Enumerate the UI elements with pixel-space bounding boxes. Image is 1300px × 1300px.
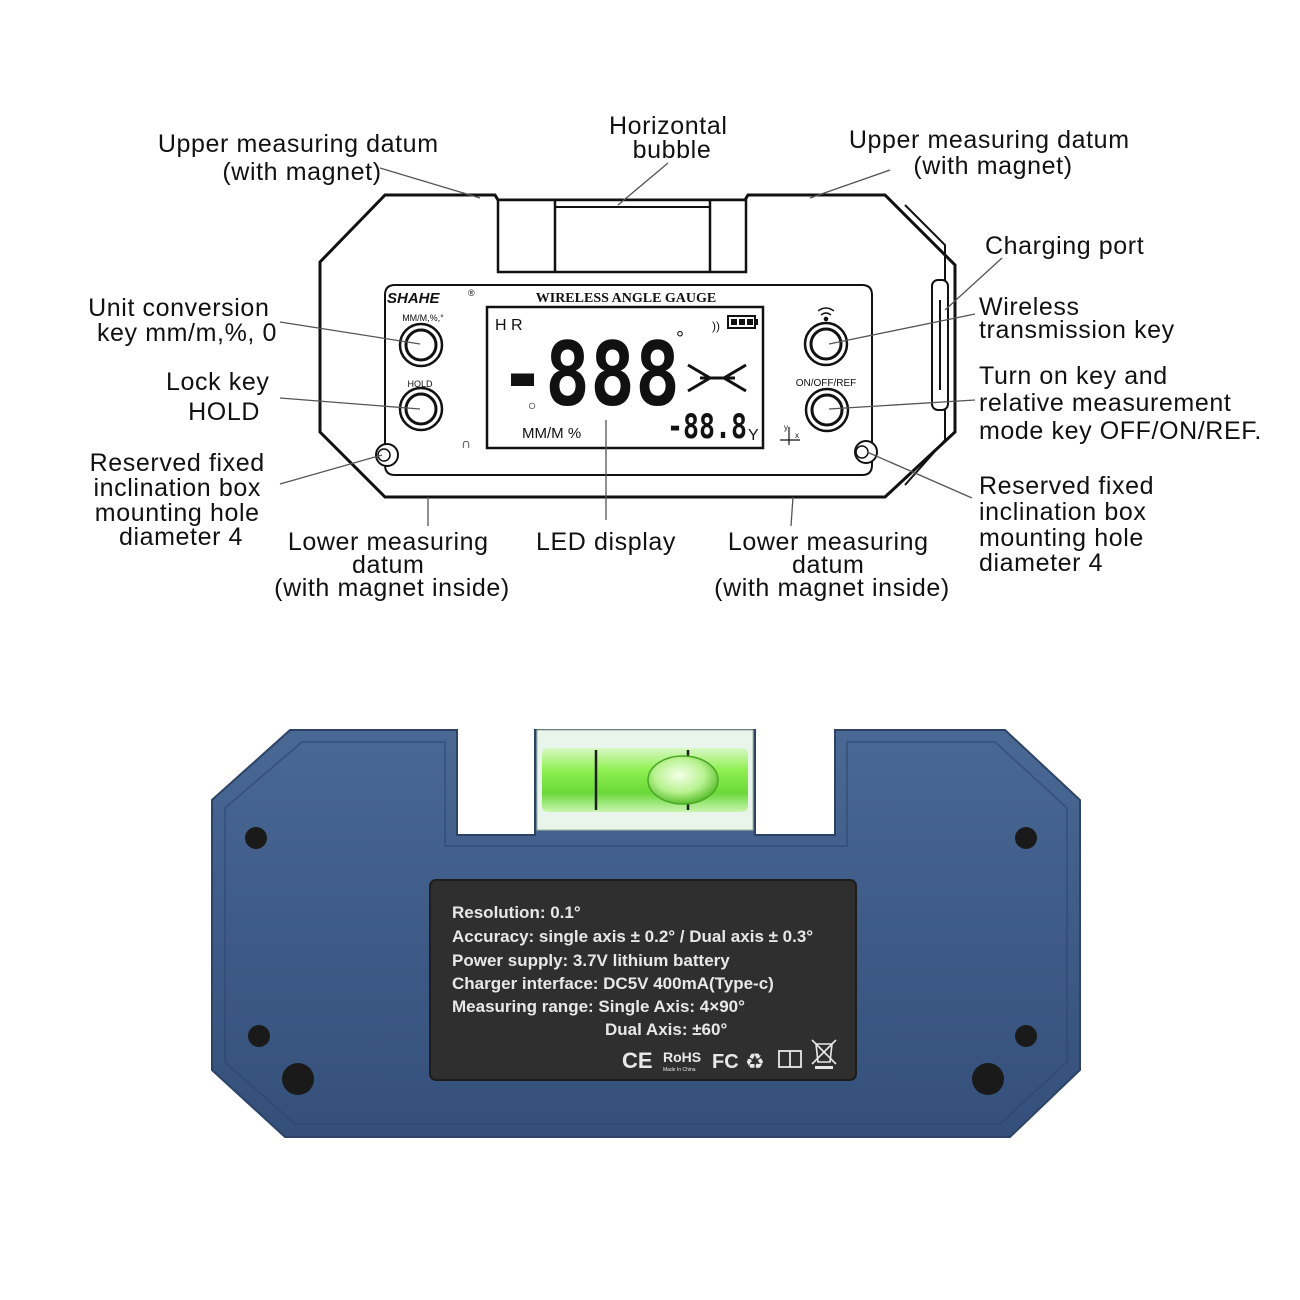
- screw-hole: [245, 827, 267, 849]
- manual-icon: [778, 1050, 802, 1068]
- wireless-signal-icon: )): [712, 319, 720, 333]
- mounting-hole-right: [854, 440, 878, 464]
- label-led-display: LED display: [536, 528, 676, 556]
- label-upper-datum-left: Upper measuring datum (with magnet): [158, 130, 446, 186]
- bubble-vial: [536, 729, 754, 831]
- recycle-icon: ♻: [745, 1049, 765, 1074]
- label-mounting-hole-left: Reserved fixed inclination box mounting …: [90, 449, 273, 551]
- lcd-sub-value: -88.8: [667, 407, 747, 447]
- front-device-drawing: SHAHE ® WIRELESS ANGLE GAUGE MM/M,%,° HO…: [318, 193, 957, 499]
- unit-conversion-key[interactable]: [398, 322, 444, 368]
- screw-hole: [1015, 827, 1037, 849]
- label-upper-datum-right: Upper measuring datum (with magnet): [849, 126, 1137, 180]
- on-off-ref-key[interactable]: [804, 387, 850, 433]
- svg-text:y: y: [784, 423, 788, 432]
- spec-line: Measuring range: Single Axis: 4×90°: [452, 997, 745, 1016]
- battery-icon: [727, 315, 758, 329]
- spec-line: Resolution: 0.1°: [452, 903, 581, 922]
- wireless-transmission-key[interactable]: [803, 321, 849, 367]
- lcd-decimal-dot: ○: [528, 397, 536, 413]
- leader-lines: [279, 162, 1003, 527]
- fcc-mark: FC: [712, 1051, 739, 1073]
- label-on-key: Turn on key and relative measurement mod…: [979, 362, 1262, 445]
- air-bubble: [647, 755, 719, 805]
- made-in-china-mark: Made In China: [663, 1067, 696, 1073]
- bubble-window: [496, 198, 748, 274]
- label-lower-datum-left: Lower measuring datum (with magnet insid…: [274, 528, 510, 602]
- axis-icon: y x: [780, 423, 800, 445]
- spec-plate: Resolution: 0.1° Accuracy: single axis ±…: [429, 879, 857, 1081]
- svg-text:x: x: [795, 431, 799, 440]
- hold-key-caption: HOLD: [407, 379, 433, 389]
- label-wireless-key: Wireless transmission key: [979, 293, 1175, 344]
- lcd-level-indicator: [687, 363, 747, 393]
- label-lock-key: Lock key HOLD: [166, 368, 277, 426]
- weee-bin-icon: [811, 1039, 837, 1069]
- lcd-axis-letter: Y: [748, 427, 759, 444]
- screw-hole: [1015, 1025, 1037, 1047]
- lcd-main-value: -888: [500, 323, 680, 426]
- label-charging-port: Charging port: [985, 232, 1144, 260]
- spec-line: Accuracy: single axis ± 0.2° / Dual axis…: [452, 927, 813, 946]
- ce-mark: CE: [622, 1048, 653, 1073]
- hold-key[interactable]: [398, 386, 444, 432]
- rohs-mark: RoHS: [663, 1049, 701, 1065]
- label-horizontal-bubble: Horizontal bubble: [609, 112, 735, 164]
- label-mounting-hole-right: Reserved fixed inclination box mounting …: [979, 472, 1162, 577]
- unit-key-caption: MM/M,%,°: [402, 313, 444, 323]
- label-unit-conversion-key: Unit conversion key mm/m,%, 0: [88, 294, 277, 347]
- magnet-icon: ∩: [461, 435, 471, 451]
- device-title: WIRELESS ANGLE GAUGE: [536, 291, 717, 306]
- spec-line: Charger interface: DC5V 400mA(Type-c): [452, 974, 774, 993]
- screw-hole: [248, 1025, 270, 1047]
- mounting-hole-left: [375, 443, 399, 467]
- lcd-display: H R )) -888 ° ○ -88.8 Y MM/M %: [485, 305, 765, 450]
- lcd-degree-symbol: °: [676, 328, 684, 350]
- spec-line: Power supply: 3.7V lithium battery: [452, 951, 730, 970]
- annotation-labels: Upper measuring datum (with magnet) Hori…: [88, 112, 1262, 602]
- back-device-photo: Resolution: 0.1° Accuracy: single axis ±…: [211, 729, 1081, 1138]
- onoff-key-caption: ON/OFF/REF: [796, 378, 857, 389]
- lcd-mode-indicator: H R: [495, 317, 523, 334]
- lcd-unit: MM/M %: [522, 425, 581, 442]
- screw-hole: [282, 1063, 314, 1095]
- registered-mark: ®: [468, 288, 475, 298]
- wireless-icon: [817, 307, 835, 322]
- spec-line: Dual Axis: ±60°: [605, 1020, 727, 1039]
- screw-hole: [972, 1063, 1004, 1095]
- brand-logo: SHAHE: [387, 290, 441, 307]
- label-lower-datum-right: Lower measuring datum (with magnet insid…: [714, 528, 950, 602]
